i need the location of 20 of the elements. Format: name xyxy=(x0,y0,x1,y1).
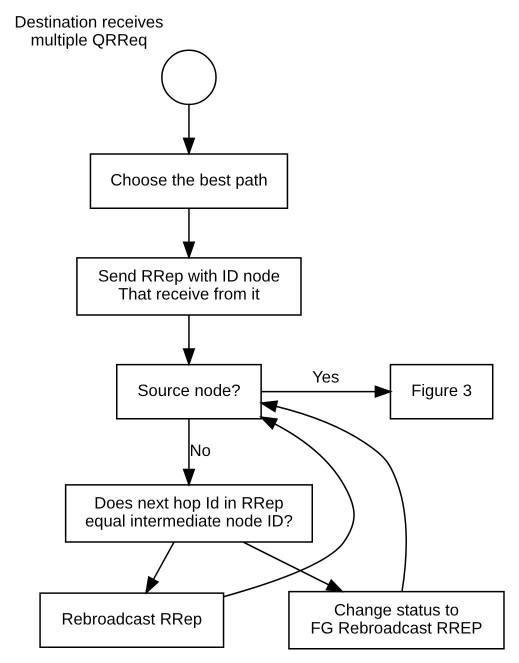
arrow xyxy=(182,418,195,487)
node-label: Destination receives multiple QRReq xyxy=(14,12,163,50)
arrow xyxy=(182,104,195,156)
node-box: Does next hop Id in RRep equal intermediate node ID? xyxy=(64,484,312,543)
arrow xyxy=(182,208,195,260)
edge-label: No xyxy=(189,441,210,460)
node-box: Source node? xyxy=(116,364,262,420)
node-box: Send RRep with ID node That receive from it xyxy=(76,257,302,316)
arrow xyxy=(182,315,195,366)
node-box: Change status to FG Rebroadcast RREP xyxy=(288,590,504,650)
arrow xyxy=(260,385,392,398)
node-box: Choose the best path xyxy=(89,153,288,209)
arrow xyxy=(258,400,406,592)
edge-label: Yes xyxy=(312,367,339,386)
node-box: Figure 3 xyxy=(389,364,493,420)
arrow xyxy=(242,542,344,593)
arrow xyxy=(144,542,174,595)
node-box: Rebroadcast RRep xyxy=(38,592,224,648)
node-circle xyxy=(160,50,216,106)
arrow xyxy=(222,416,354,598)
